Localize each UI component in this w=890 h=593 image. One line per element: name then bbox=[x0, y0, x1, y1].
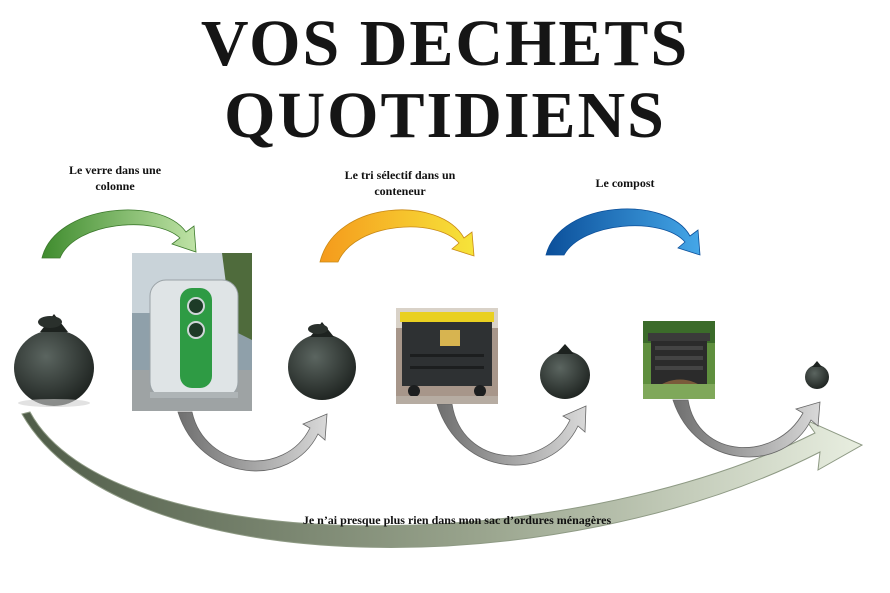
trash-bag-icon bbox=[540, 344, 590, 399]
arrow-blue bbox=[545, 208, 701, 256]
arrow-grey-1 bbox=[177, 411, 328, 472]
big-arrow bbox=[21, 411, 864, 548]
bottom-caption: Je n’ai presque plus rien dans mon sac d… bbox=[303, 513, 612, 527]
step-label-sorting-line1: Le tri sélectif dans un bbox=[344, 168, 456, 182]
trash-bag-icon bbox=[805, 361, 829, 389]
step-label-compost: Le compost bbox=[570, 175, 680, 191]
arrow-grey-3 bbox=[672, 399, 821, 458]
step-label-glass-line1: Le verre dans une bbox=[68, 163, 162, 177]
step-label-glass: Le verre dans une colonne bbox=[45, 162, 185, 194]
glass-bin-icon bbox=[132, 253, 252, 411]
trash-bag-icon bbox=[14, 314, 94, 407]
step-label-sorting-line2: conteneur bbox=[374, 184, 426, 198]
grey-arrows bbox=[177, 399, 821, 472]
step-label-glass-line2: colonne bbox=[95, 179, 135, 193]
arrow-green bbox=[41, 209, 197, 259]
arrow-grey-2 bbox=[436, 403, 587, 466]
step-label-sorting: Le tri sélectif dans un conteneur bbox=[320, 167, 480, 199]
sorting-container-icon bbox=[396, 308, 498, 404]
arrow-yellow bbox=[319, 209, 475, 263]
trash-bag-icon bbox=[288, 322, 356, 400]
page-title: VOS DECHETS QUOTIDIENS bbox=[200, 7, 690, 152]
step-label-compost-line1: Le compost bbox=[595, 176, 655, 190]
compost-bin-icon bbox=[643, 321, 715, 399]
